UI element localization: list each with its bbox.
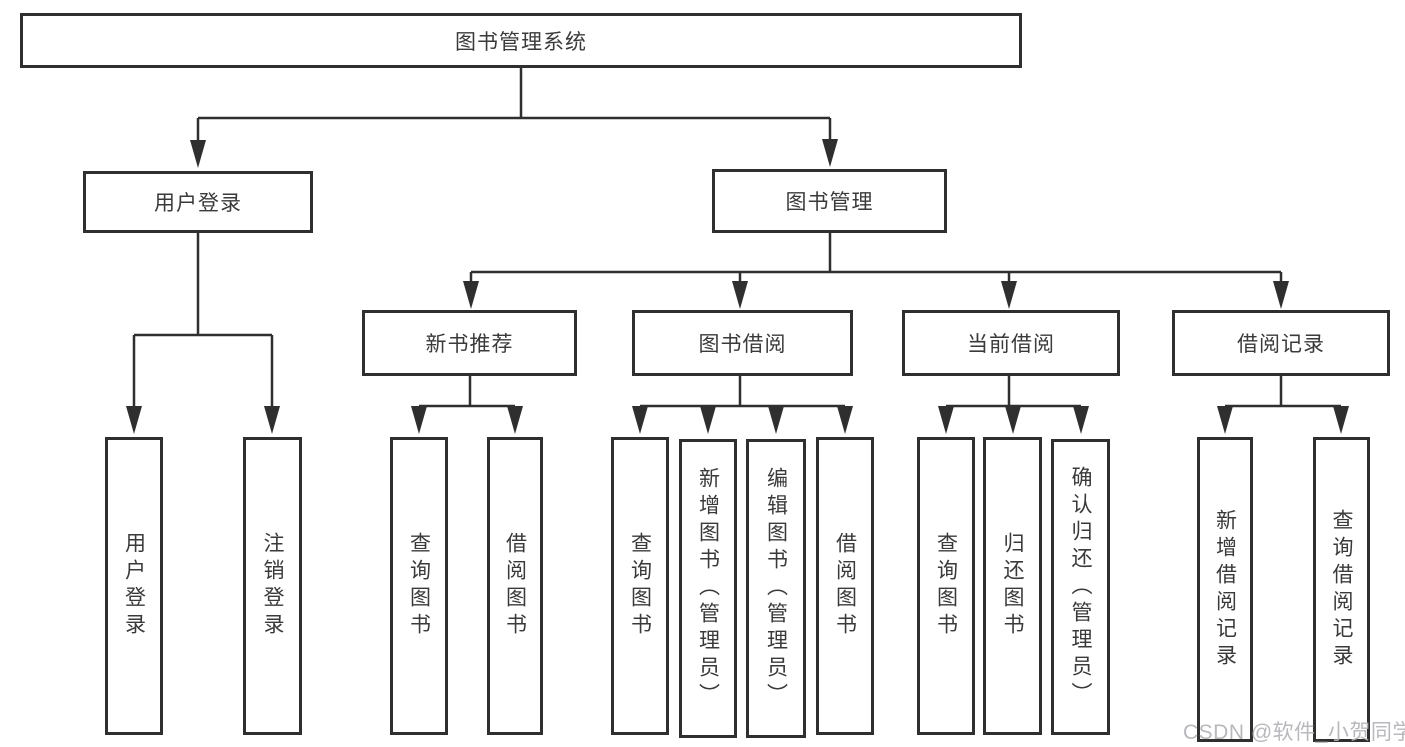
leaf-return-book: 归还图书: [983, 437, 1042, 735]
connector-borrow-branch: [640, 376, 845, 408]
leaf-edit-book-admin: 编辑图书（管理员）: [746, 439, 806, 738]
connector-record-branch: [1225, 376, 1341, 408]
leaf-user-login: 用户登录: [105, 437, 163, 735]
node-new-book-recommend: 新书推荐: [362, 310, 577, 376]
connector-userlogin-branch: [134, 233, 272, 337]
node-library-system: 图书管理系统: [20, 13, 1022, 68]
connector-current-branch: [946, 376, 1081, 408]
leaf-confirm-return-admin: 确认归还（管理员）: [1051, 439, 1110, 735]
node-current-borrow: 当前借阅: [902, 310, 1120, 376]
node-book-management: 图书管理: [712, 169, 947, 233]
node-user-login: 用户登录: [83, 171, 313, 233]
leaf-borrow-books: 借阅图书: [816, 437, 874, 735]
leaf-borrow-books-recommend: 借阅图书: [487, 437, 543, 735]
node-borrow-records: 借阅记录: [1172, 310, 1390, 376]
connector-root-branch: [198, 66, 830, 120]
leaf-add-book-admin: 新增图书（管理员）: [679, 439, 737, 738]
leaf-query-borrow-record: 查询借阅记录: [1313, 437, 1370, 742]
leaf-query-books-borrow: 查询图书: [611, 437, 669, 735]
connector-newbook-branch: [419, 376, 515, 408]
connector-bookmgmt-branch: [471, 233, 1281, 274]
leaf-query-books-recommend: 查询图书: [390, 437, 448, 735]
leaf-query-books-current: 查询图书: [917, 437, 975, 735]
leaf-logout: 注销登录: [243, 437, 302, 735]
node-book-borrow: 图书借阅: [632, 310, 853, 376]
watermark: CSDN @软件_小贺同学: [1183, 721, 1405, 744]
leaf-add-borrow-record: 新增借阅记录: [1197, 437, 1253, 742]
